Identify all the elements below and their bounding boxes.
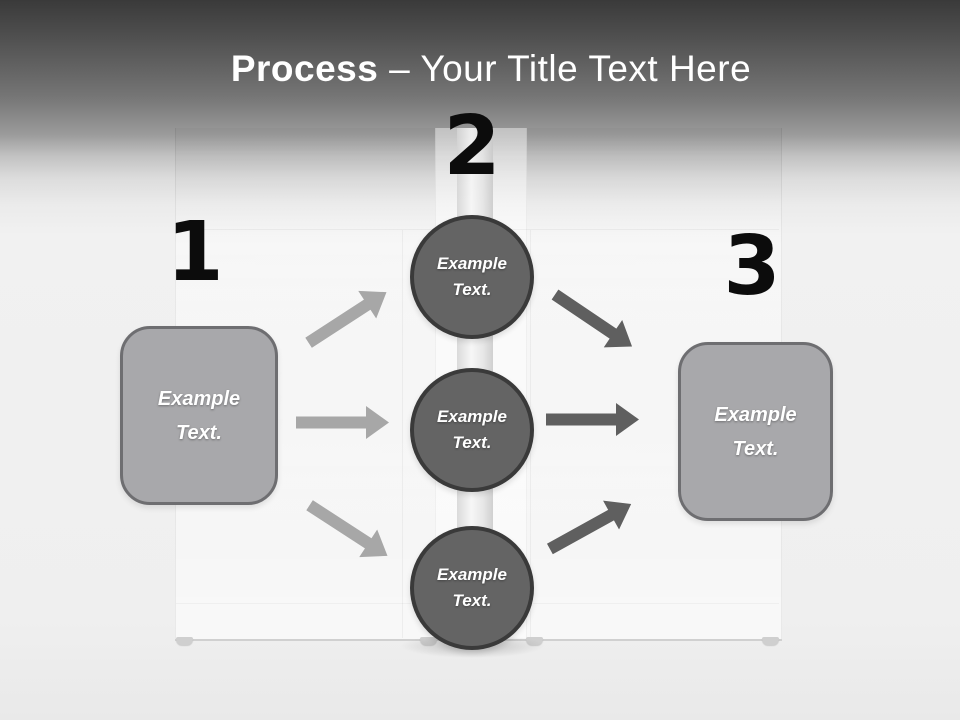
step-number-2: 2 <box>443 99 501 194</box>
backdrop-foot <box>176 637 193 645</box>
step-circle-2: Example Text. <box>410 368 534 492</box>
step-number-1: 1 <box>166 205 224 300</box>
arrow-right-icon <box>296 406 389 439</box>
step-circle-1: Example Text. <box>410 215 534 339</box>
circle-1-label-line2: Text. <box>452 280 492 299</box>
right-box-label-line1: Example <box>714 403 797 426</box>
right-example-box: Example Text. <box>678 342 833 521</box>
right-box-label-line2: Text. <box>732 437 779 460</box>
backdrop-foot <box>762 637 779 645</box>
arrow-right-icon <box>542 490 639 564</box>
backdrop-seam <box>402 230 403 638</box>
circle-2-label-line2: Text. <box>452 433 492 452</box>
arrow-right-icon <box>546 281 642 360</box>
left-example-box: Example Text. <box>120 326 278 505</box>
arrow-right-icon <box>546 403 639 436</box>
circle-2-label-line1: Example <box>437 407 507 426</box>
left-box-label-line2: Text. <box>176 421 222 444</box>
slide-title-remainder: Your Title Text Here <box>420 48 752 89</box>
step-circle-3: Example Text. <box>410 526 534 650</box>
arrow-right-icon <box>300 278 396 356</box>
circle-1-label-line1: Example <box>437 254 507 273</box>
backdrop-foot <box>526 637 543 645</box>
left-box-label-line1: Example <box>157 387 241 410</box>
backdrop-foot <box>420 637 437 645</box>
arrow-right-icon <box>301 491 397 569</box>
circle-3-label-line1: Example <box>437 565 507 584</box>
slide-title-separator: – <box>389 48 411 89</box>
circle-3-label-line2: Text. <box>452 591 492 610</box>
slide-title: Process – Your Title Text Here <box>0 48 960 90</box>
step-number-3: 3 <box>723 219 781 314</box>
slide-title-emphasis: Process <box>230 48 379 89</box>
